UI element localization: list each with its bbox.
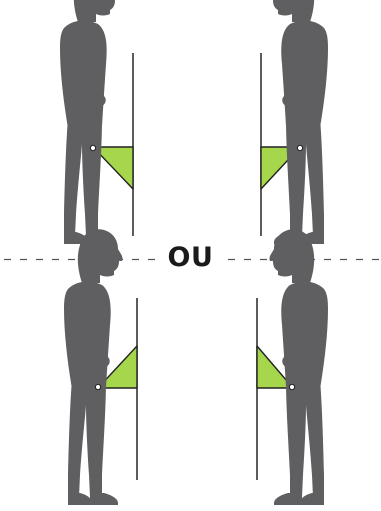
panel-top-left: [60, 0, 134, 244]
standing-person-icon: [269, 0, 328, 244]
door-wedge-icon: [256, 345, 294, 389]
door-wedge-icon: [97, 345, 138, 389]
separator-label: OU: [160, 242, 221, 273]
panel-bottom-right: [256, 229, 328, 505]
separator-label-wrapper: OU: [0, 242, 381, 273]
hand-point-icon: [89, 144, 97, 152]
hand-point-icon: [296, 144, 304, 152]
hand-point-icon: [94, 383, 102, 391]
hand-point-icon: [288, 383, 296, 391]
door-wedge-icon: [92, 146, 134, 190]
panel-bottom-left: [64, 229, 138, 505]
panel-top-right: [260, 0, 328, 244]
standing-person-icon: [60, 0, 119, 244]
